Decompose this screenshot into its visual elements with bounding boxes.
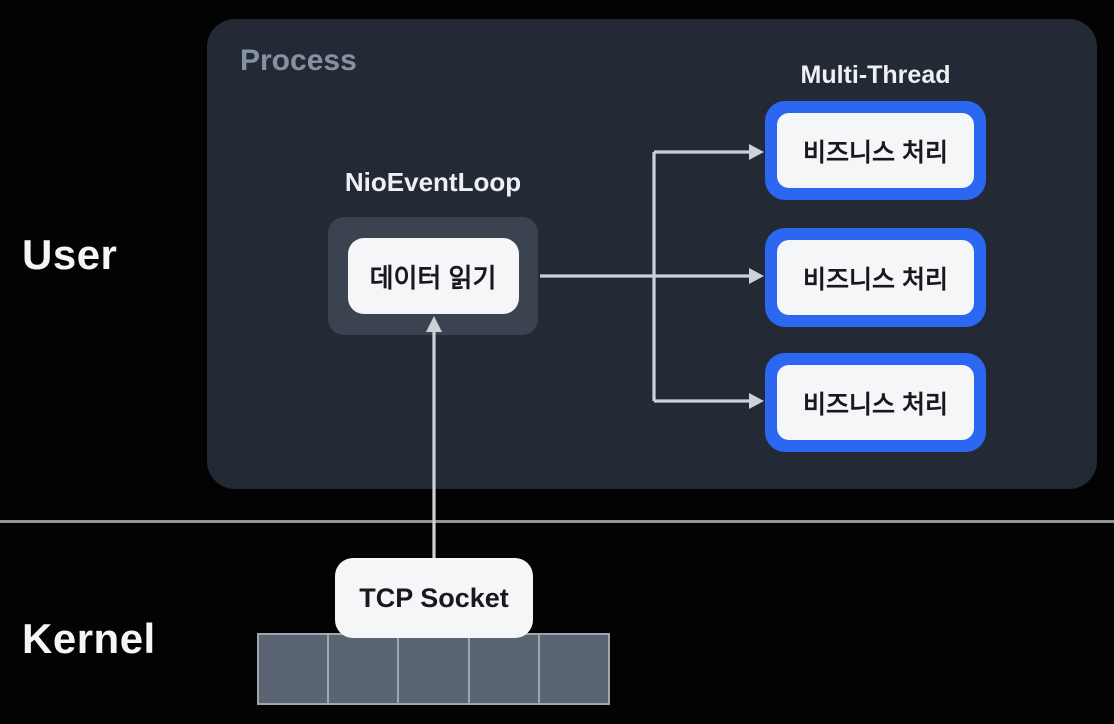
nioeventloop-box: 데이터 읽기	[328, 217, 538, 335]
buffer-cell	[259, 635, 330, 703]
user-kernel-divider	[0, 520, 1114, 523]
kernel-space-label: Kernel	[22, 615, 156, 662]
buffer-cell	[399, 635, 470, 703]
buffer-cell	[539, 635, 609, 703]
user-space-label: User	[22, 231, 118, 278]
buffer-cell	[469, 635, 540, 703]
process-panel: Process NioEventLoop 데이터 읽기 Multi-Thread…	[207, 19, 1097, 489]
multithread-label: Multi-Thread	[800, 61, 951, 89]
socket-buffer	[257, 633, 610, 705]
thread-box-3: 비즈니스 처리	[765, 353, 986, 452]
thread-box-1: 비즈니스 처리	[765, 101, 986, 200]
thread-box-1-label: 비즈니스 처리	[777, 113, 974, 188]
thread-box-2: 비즈니스 처리	[765, 228, 986, 327]
process-title: Process	[240, 44, 357, 77]
tcp-socket-box: TCP Socket	[335, 558, 533, 638]
nioeventloop-label: NioEventLoop	[344, 167, 522, 197]
buffer-cell	[329, 635, 400, 703]
thread-box-3-label: 비즈니스 처리	[777, 365, 974, 440]
thread-box-2-label: 비즈니스 처리	[777, 240, 974, 315]
read-data-box: 데이터 읽기	[347, 238, 519, 314]
